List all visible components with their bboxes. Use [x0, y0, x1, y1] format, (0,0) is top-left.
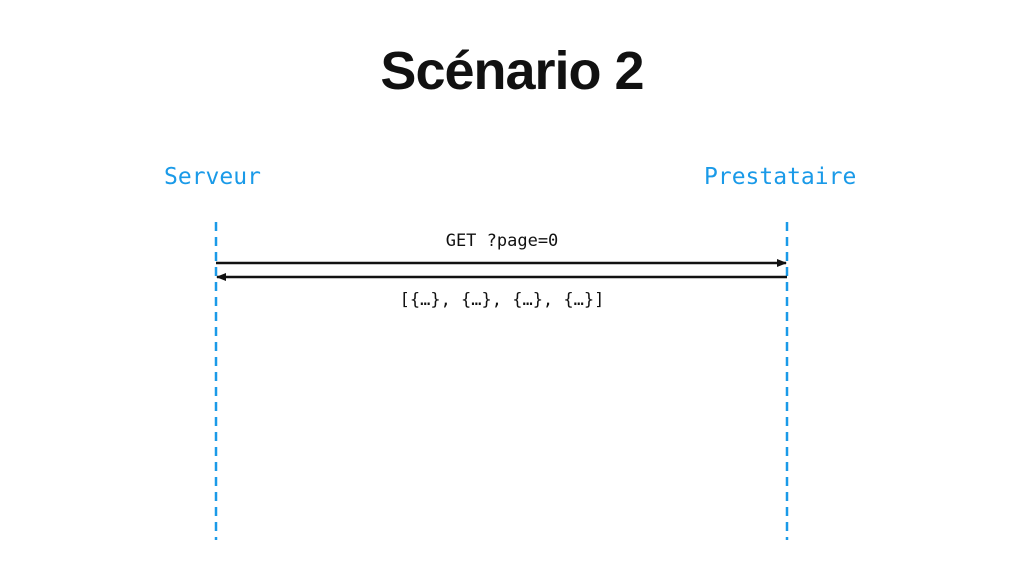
- slide-title: Scénario 2: [380, 41, 644, 101]
- participant-serveur-label: Serveur: [164, 164, 261, 190]
- participant-prestataire-label: Prestataire: [704, 164, 857, 190]
- request-message-label: GET ?page=0: [445, 231, 559, 251]
- response-message-label: [{…}, {…}, {…}, {…}]: [399, 290, 605, 310]
